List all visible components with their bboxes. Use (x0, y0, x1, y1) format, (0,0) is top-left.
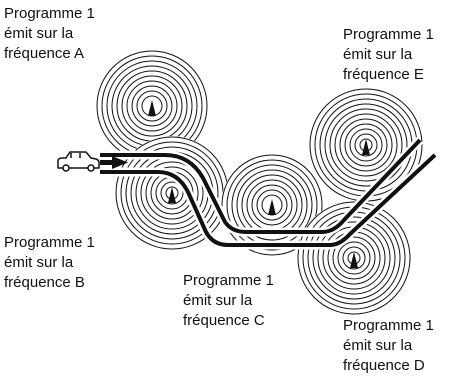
road-edge-lower-line (100, 153, 437, 247)
signal-ring (349, 128, 383, 162)
signal-ring (317, 221, 391, 295)
signal-ring (337, 241, 371, 275)
signal-ring (140, 161, 204, 225)
label-frequency-a: Programme 1 émit sur la fréquence A (4, 4, 95, 64)
label-e-line3: fréquence E (343, 66, 424, 83)
label-b-line2: émit sur la (4, 254, 74, 271)
antenna-icon (268, 199, 276, 215)
label-b-line3: fréquence B (4, 274, 85, 291)
label-frequency-d: Programme 1 émit sur la fréquence D (343, 316, 434, 376)
label-c-line3: fréquence C (183, 312, 265, 329)
signal-ring (297, 201, 411, 315)
transmitter-zone-d (297, 201, 411, 315)
signal-ring (256, 189, 288, 221)
signal-ring (332, 236, 376, 280)
signal-ring (251, 184, 293, 226)
label-e-line2: émit sur la (343, 46, 413, 63)
signal-ring (121, 75, 183, 137)
antenna-icon (168, 187, 176, 203)
signal-ring (126, 80, 178, 132)
transmitter-zone-a (96, 50, 208, 162)
label-d-line2: émit sur la (343, 337, 413, 354)
signal-ring (236, 169, 308, 241)
antenna-icon (148, 100, 156, 116)
signal-ring (324, 103, 408, 187)
label-b-line1: Programme 1 (4, 234, 95, 251)
label-c-line1: Programme 1 (183, 272, 274, 289)
label-d-line1: Programme 1 (343, 317, 434, 334)
signal-ring (125, 146, 219, 240)
signal-ring (131, 85, 173, 127)
label-d-line3: fréquence D (343, 357, 425, 374)
signal-ring (354, 133, 378, 157)
label-a-line3: fréquence A (4, 45, 85, 62)
road-edge-upper-line (100, 138, 422, 234)
car-icon (57, 151, 100, 172)
signal-ring (312, 216, 396, 300)
signal-ring (334, 113, 398, 177)
label-e-line1: Programme 1 (343, 26, 434, 43)
signal-ring (160, 181, 184, 205)
road (100, 136, 439, 250)
antenna-icon (350, 252, 358, 268)
label-frequency-c: Programme 1 émit sur la fréquence C (183, 271, 274, 331)
signal-ring (136, 90, 168, 122)
signal-ring (344, 123, 388, 167)
label-a-line1: Programme 1 (4, 5, 95, 22)
signal-ring (226, 159, 318, 251)
signal-ring (339, 118, 393, 172)
label-a-line2: émit sur la (4, 25, 74, 42)
label-c-line2: émit sur la (183, 292, 253, 309)
signal-ring (342, 246, 366, 270)
signal-ring (329, 108, 403, 182)
antenna-icon (362, 139, 370, 155)
signal-ring (221, 154, 323, 256)
signal-ring (145, 166, 199, 220)
direction-arrow-icon (100, 156, 128, 169)
label-frequency-e: Programme 1 émit sur la fréquence E (343, 25, 434, 85)
label-frequency-b: Programme 1 émit sur la fréquence B (4, 233, 95, 293)
